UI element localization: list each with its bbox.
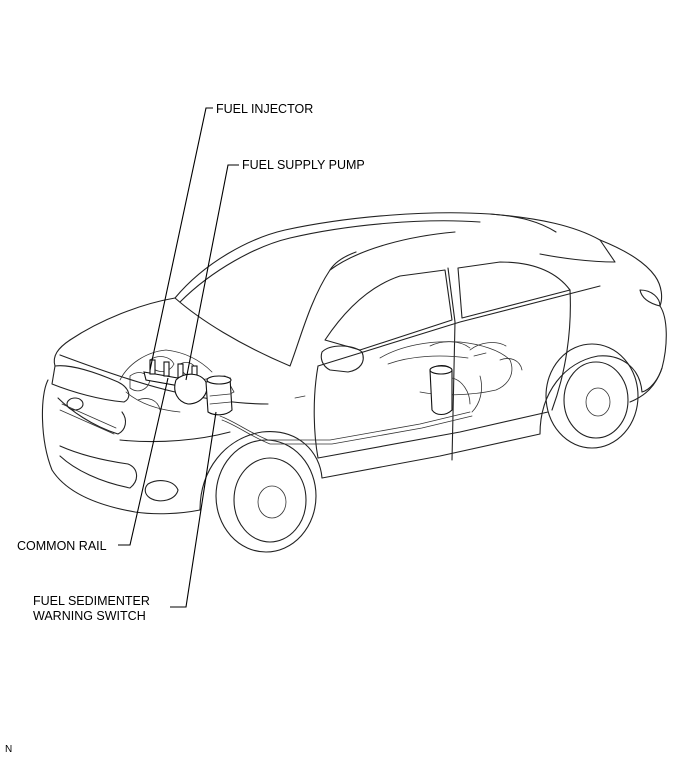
rocker-panel (321, 433, 541, 479)
rear-door-handle (473, 352, 487, 357)
fog-lamp (144, 480, 179, 502)
front-wheel (215, 439, 317, 553)
fuel-sedimenter-part (205, 377, 233, 416)
headlight (51, 365, 130, 403)
hood-front-edge (53, 339, 71, 367)
rear-wheel (545, 343, 639, 449)
rear-window (489, 213, 616, 263)
common-rail-label: COMMON RAIL (17, 539, 107, 553)
fuel-injector-label: FUEL INJECTOR (216, 102, 314, 116)
fuel-lines (219, 375, 482, 445)
leader-lines (118, 107, 239, 608)
front-door-edge (313, 365, 319, 459)
engine-assembly (119, 349, 235, 416)
windshield (174, 251, 357, 367)
front-emblem (66, 397, 84, 411)
tail-light (639, 289, 661, 307)
fuel-supply-pump-label: FUEL SUPPLY PUMP (242, 158, 365, 172)
lower-grille (59, 445, 138, 489)
fuel-tank-assembly (379, 341, 523, 416)
rear-wheel-arch (539, 355, 643, 435)
front-bumper (41, 379, 201, 515)
fuel-supply-pump-part (174, 373, 208, 405)
rear-door-window (457, 261, 571, 319)
grille-slats (59, 403, 117, 435)
fuel-injector-leader (149, 107, 213, 371)
grille-upper (57, 397, 127, 435)
front-door-handle (294, 395, 306, 399)
car-roof-inner (179, 220, 481, 303)
common-rail-leader (118, 377, 169, 546)
a-pillar (329, 231, 456, 271)
rear-door-edge (551, 289, 571, 411)
front-door-window (324, 269, 453, 351)
beltline (317, 285, 601, 367)
side-mirror (320, 345, 364, 373)
fuel-supply-pump-leader (185, 164, 239, 381)
fuel-sedimenter-leader (170, 411, 217, 608)
fuel-sedimenter-warning-switch-label: FUEL SEDIMENTER WARNING SWITCH (33, 594, 150, 623)
rear-bumper (641, 367, 663, 393)
b-pillar (447, 267, 456, 461)
trunk-lid (599, 239, 663, 307)
hood-outline (69, 297, 176, 341)
car-body (41, 212, 667, 515)
front-fender (199, 431, 323, 511)
figure-code: N (5, 744, 13, 755)
bumper-edge (119, 431, 231, 443)
rear-end (629, 305, 667, 403)
car-roof-outline (174, 212, 557, 299)
lower-body-line (317, 411, 549, 459)
